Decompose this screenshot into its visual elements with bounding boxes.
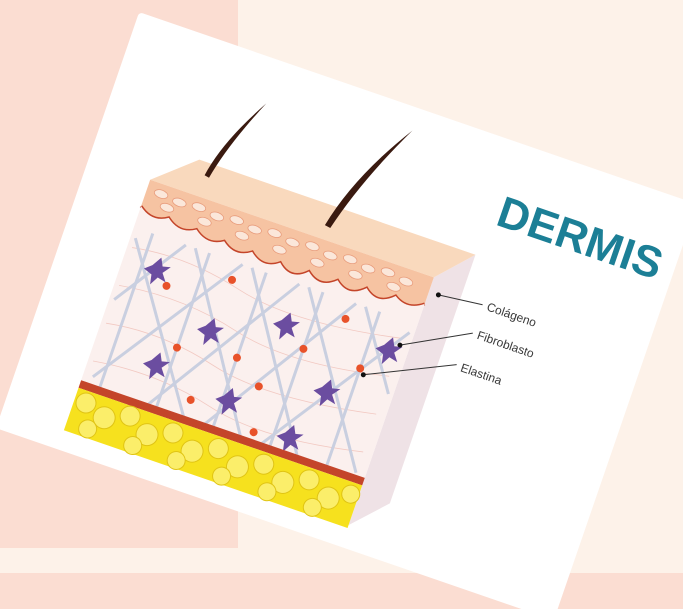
dermis-diagram-card: DERMIS Colágeno Fibroblasto Elastina xyxy=(0,0,683,609)
